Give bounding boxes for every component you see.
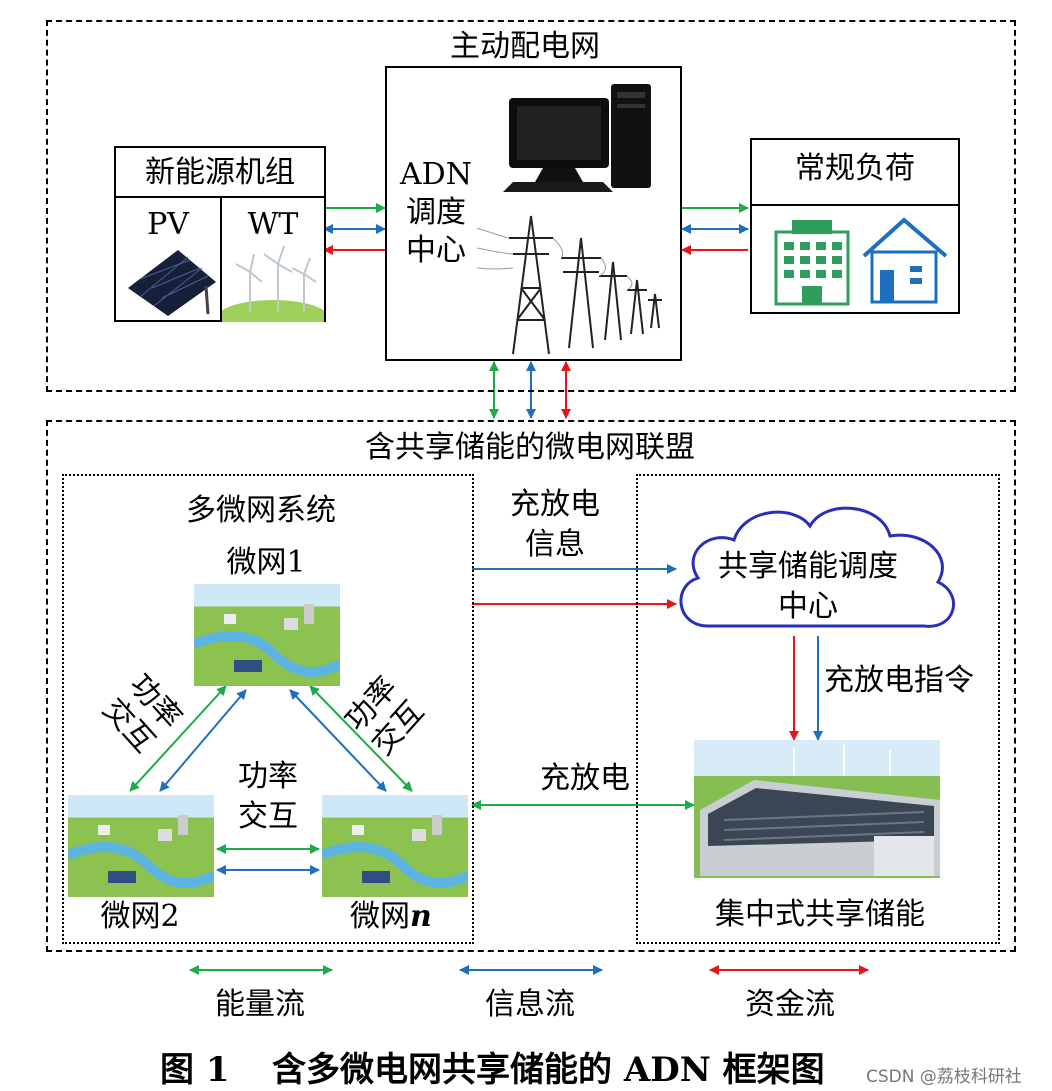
- computer-icon: [503, 84, 651, 192]
- house-icon: [862, 217, 948, 304]
- legend-energy-label: 能量流: [215, 987, 305, 1022]
- alliance-title: 含共享储能的微电网联盟: [340, 433, 720, 463]
- pv-label: PV: [147, 207, 189, 242]
- shared-storage-label: 集中式共享储能: [715, 897, 925, 932]
- new-energy-divider-v: [220, 196, 222, 320]
- adn-center-line3: 中心: [406, 233, 466, 268]
- adn-center-line2: 调度: [406, 195, 466, 230]
- solar-panel-icon: [128, 250, 216, 316]
- microgrid-n-suffix: n: [410, 899, 432, 934]
- cloud-shape: [679, 506, 956, 628]
- microgrid-n-image: [322, 795, 468, 897]
- regular-load-title: 常规负荷: [795, 151, 915, 186]
- microgrid-1-image: [194, 584, 340, 686]
- wind-turbine-icon: [222, 245, 324, 322]
- figure-caption: 含多微电网共享储能的 ADN 框架图: [272, 1050, 825, 1090]
- legend-info-label: 信息流: [485, 987, 575, 1022]
- adn-region: [46, 20, 1016, 392]
- shared-storage-image: [694, 740, 940, 878]
- charge-info-line1: 充放电: [510, 487, 600, 522]
- adn-title: 主动配电网: [430, 32, 620, 62]
- info-arrow-mg1-mg2: [159, 689, 247, 792]
- alliance-region: [46, 420, 1016, 952]
- microgrid-2-image: [68, 795, 214, 897]
- charge-info-line2: 信息: [525, 527, 585, 562]
- cloud-line2: 中心: [778, 589, 838, 624]
- microgrid-n-label: 微网n: [350, 902, 432, 932]
- power-mid-line1: 功率: [238, 759, 298, 794]
- storage-region: [636, 474, 1000, 944]
- new-energy-box: 新能源机组 PV WT: [114, 146, 326, 322]
- cloud-line1: 共享储能调度: [718, 549, 898, 584]
- multi-microgrid-title: 多微网系统: [186, 493, 336, 528]
- office-building-icon: [774, 220, 850, 306]
- multi-microgrid-region: [62, 474, 474, 944]
- watermark: CSDN @荔枝科研社: [866, 1067, 1022, 1087]
- regular-load-box: 常规负荷: [750, 138, 960, 314]
- figure-number: 图 1: [160, 1050, 230, 1090]
- energy-arrow-mg1-mgn: [309, 685, 413, 792]
- wt-label: WT: [247, 207, 299, 242]
- microgrid-2-label: 微网2: [100, 899, 180, 934]
- microgrid-n-prefix: 微网: [350, 899, 410, 934]
- regular-load-divider: [752, 204, 958, 206]
- adn-dispatch-center-box: ADN 调度 中心: [385, 66, 682, 361]
- legend-fund-label: 资金流: [745, 987, 835, 1022]
- charge-label: 充放电: [540, 761, 630, 796]
- adn-center-line1: ADN: [400, 157, 472, 192]
- instruction-label: 充放电指令: [824, 663, 974, 698]
- new-energy-title: 新能源机组: [145, 155, 295, 190]
- microgrid-1-label: 微网1: [226, 545, 306, 580]
- power-mid-line2: 交互: [238, 799, 298, 834]
- transmission-tower-icon: [477, 215, 662, 355]
